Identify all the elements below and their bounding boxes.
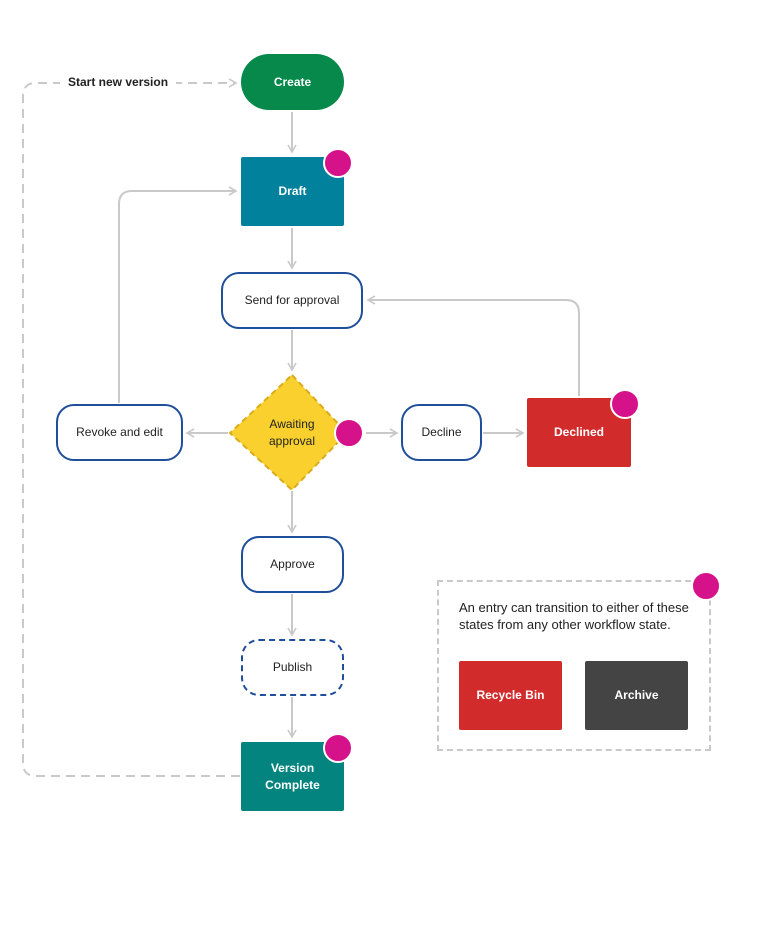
marker-dot [691,571,721,601]
edge-declined-send [366,295,580,396]
note-box [437,580,711,751]
edge-revoke-draft [118,186,238,403]
version-complete-line1: Version [270,760,315,775]
note-text: An entry can transition to either of the… [459,600,689,632]
marker-dot [334,418,364,448]
awaiting-approval-line1: Awaiting [269,417,315,431]
node-send-for-approval[interactable]: Send for approval [221,272,363,329]
marker-dot [323,148,353,178]
node-publish[interactable]: Publish [241,639,344,696]
awaiting-approval-line2: approval [268,434,316,448]
start-new-version-label: Start new version [60,75,177,89]
node-revoke-and-edit[interactable]: Revoke and edit [56,404,183,461]
awaiting-approval-diamond [228,373,349,492]
archive-state[interactable]: Archive [585,661,688,730]
recycle-bin-state[interactable]: Recycle Bin [459,661,562,730]
node-approve[interactable]: Approve [241,536,344,593]
node-create[interactable]: Create [241,54,344,110]
marker-dot [323,733,353,763]
version-complete-line2: Complete [265,777,320,792]
node-awaiting-approval[interactable]: Awaiting approval [246,410,338,456]
marker-dot [610,389,640,419]
node-decline[interactable]: Decline [401,404,482,461]
edge-start-new-version [22,78,240,777]
